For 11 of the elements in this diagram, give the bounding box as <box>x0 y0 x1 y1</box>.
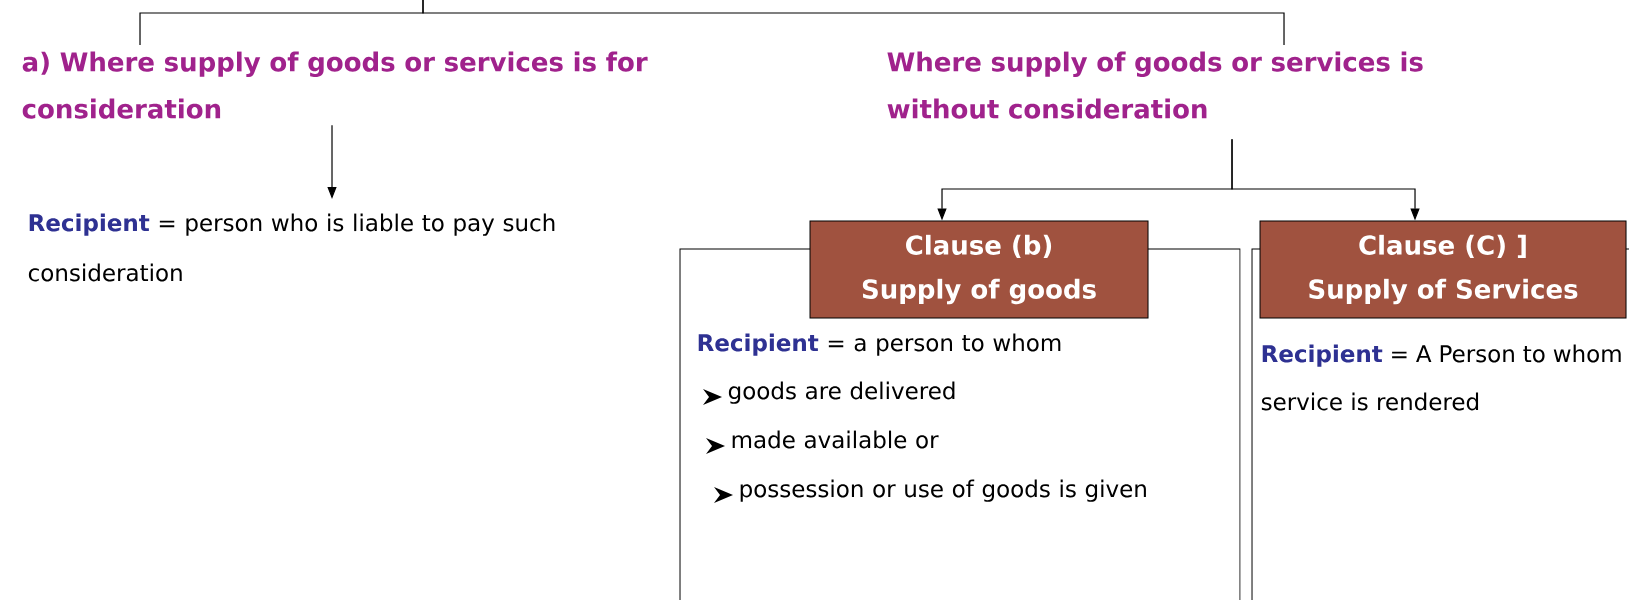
definition-text: Recipient = person who is liable to pay such consideration <box>28 213 555 282</box>
body-text: Recipient = A Person to whom service is rendered <box>1261 344 1621 411</box>
body-text: goods are delivered <box>728 381 955 404</box>
branch-heading: a) Where supply of goods or services is for consideration <box>22 51 648 119</box>
body-text: Recipient = a person to whom <box>698 333 1061 356</box>
clause-header: Clause (b) Supply of goods <box>809 220 1149 319</box>
connector <box>422 0 1285 46</box>
clause-header: Clause (C) ] Supply of Services <box>1259 220 1627 319</box>
body-text: possession or use of goods is given <box>740 479 1146 502</box>
branch-heading: Where supply of goods or services is without consideration <box>887 51 1423 119</box>
body-text: made available or <box>732 430 939 449</box>
